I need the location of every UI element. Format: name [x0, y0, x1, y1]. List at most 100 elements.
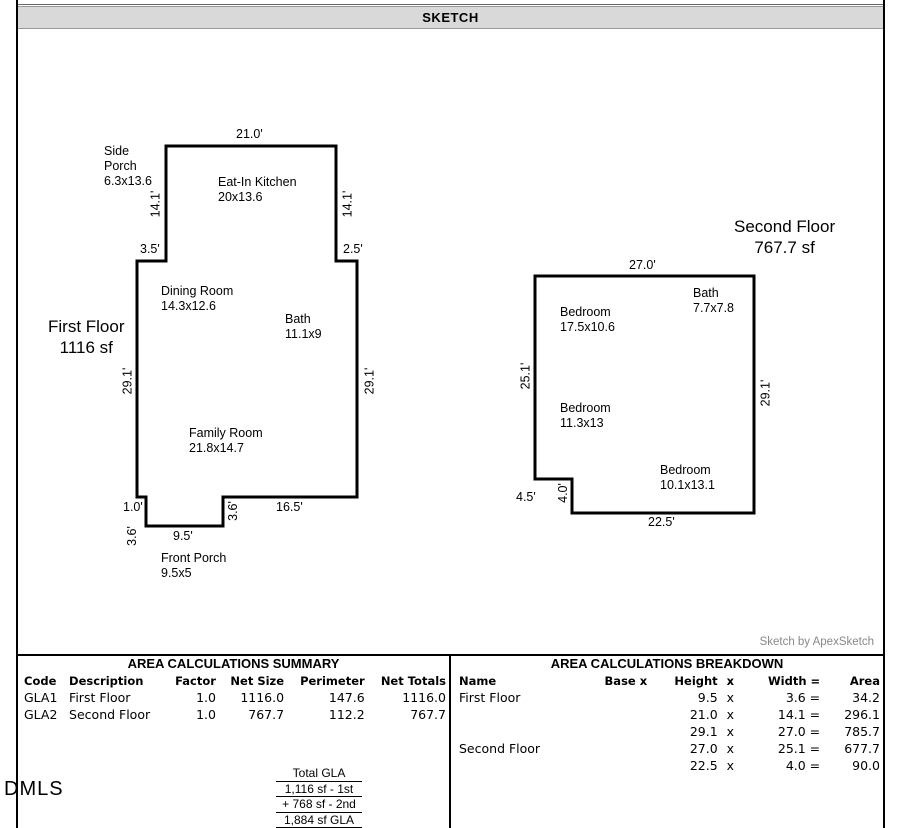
- table-row: Second Floor 27.0 x 25.1 = 677.7: [456, 740, 883, 757]
- col-net-size: Net Size: [230, 674, 285, 688]
- sketch-header: SKETCH: [18, 6, 883, 29]
- dim-sf-top: 27.0': [629, 258, 656, 272]
- dim-ff-step-left: 1.0': [123, 500, 143, 514]
- cell: [581, 689, 651, 706]
- breakdown-title: AREA CALCULATIONS BREAKDOWN: [550, 656, 784, 671]
- total-gla-box: Total GLA 1,116 sf - 1st + 768 sf - 2nd …: [276, 766, 362, 828]
- cell: Second Floor: [459, 741, 541, 756]
- dim-ff-porch-right: 3.6': [225, 501, 240, 521]
- col-description: Description: [69, 674, 144, 688]
- room-eat-in-kitchen: Eat-In Kitchen 20x13.6: [218, 175, 297, 204]
- cell: 4.0 =: [785, 758, 821, 773]
- first-floor-label: First Floor 1116 sf: [48, 316, 125, 358]
- gla-total: 1,884 sf GLA: [276, 813, 362, 828]
- column-divider: [449, 656, 451, 828]
- col-width: Width =: [767, 674, 821, 688]
- cell: GLA1: [24, 690, 58, 705]
- cell: 1116.0: [240, 690, 285, 705]
- room-bedroom-3: Bedroom 10.1x13.1: [660, 463, 715, 492]
- cell: 27.0 =: [777, 724, 821, 739]
- summary-title: AREA CALCULATIONS SUMMARY: [127, 656, 340, 671]
- breakdown-table: Name Base x Height x Width = Area First …: [456, 673, 883, 774]
- gla-second: + 768 sf - 2nd: [276, 797, 362, 813]
- floor-plan-drawing: [135, 144, 756, 528]
- cell: First Floor: [459, 690, 521, 705]
- cell: x: [726, 707, 734, 722]
- room-family-room: Family Room 21.8x14.7: [189, 426, 263, 455]
- breakdown-header-row: Name Base x Height x Width = Area: [456, 673, 883, 689]
- table-row: GLA1 First Floor 1.0 1116.0 147.6 1116.0: [21, 689, 449, 706]
- dim-ff-top: 21.0': [236, 127, 263, 141]
- col-x: x: [726, 674, 734, 688]
- cell: 9.5: [697, 690, 718, 705]
- cell: 27.0: [689, 741, 718, 756]
- cell: 785.7: [844, 724, 880, 739]
- cell: [456, 706, 581, 723]
- top-rule: [16, 0, 885, 5]
- summary-table: Code Description Factor Net Size Perimet…: [21, 673, 449, 723]
- cell: First Floor: [69, 690, 131, 705]
- cell: 1116.0: [402, 690, 446, 705]
- first-floor-area: 1116 sf: [59, 338, 113, 357]
- cell: x: [726, 741, 734, 756]
- col-code: Code: [24, 674, 57, 688]
- cell: 767.7: [410, 707, 446, 722]
- dim-ff-right: 29.1': [362, 367, 377, 395]
- dim-ff-notch-left: 3.5': [140, 242, 160, 256]
- second-floor-area: 767.7 sf: [754, 238, 815, 257]
- cell: 3.6 =: [785, 690, 821, 705]
- cell: 147.6: [328, 690, 365, 705]
- cell: [581, 757, 651, 774]
- cell: 296.1: [844, 707, 880, 722]
- cell: 22.5: [689, 758, 718, 773]
- first-floor-outline: [135, 144, 359, 528]
- page-frame: [16, 0, 885, 828]
- room-bath-2: Bath 7.7x7.8: [693, 286, 735, 315]
- col-name: Name: [459, 674, 497, 688]
- cell: 21.0: [689, 707, 718, 722]
- first-floor-name: First Floor: [48, 317, 125, 336]
- cell: [456, 723, 581, 740]
- room-bedroom-2: Bedroom 11.3x13: [560, 401, 611, 430]
- second-floor-name: Second Floor: [734, 217, 836, 236]
- room-dining-room: Dining Room 14.3x12.6: [161, 284, 234, 313]
- dim-sf-left: 25.1': [518, 362, 533, 390]
- dim-ff-kitchen-right: 14.1': [340, 190, 355, 218]
- dim-sf-bottom: 22.5': [648, 515, 675, 529]
- cell: 1.0: [196, 690, 216, 705]
- dim-sf-notch-left: 4.5': [516, 490, 536, 504]
- cell: Second Floor: [69, 707, 151, 722]
- sketch-credit: Sketch by ApexSketch: [759, 636, 874, 648]
- dim-sf-right: 29.1': [758, 379, 773, 407]
- second-floor-outline: [533, 274, 756, 515]
- cell: [581, 740, 651, 757]
- cell: 677.7: [844, 741, 880, 756]
- cell: 29.1: [689, 724, 718, 739]
- dim-ff-bottom-right: 16.5': [276, 500, 303, 514]
- gla-first: 1,116 sf - 1st: [276, 782, 362, 797]
- section-divider: [18, 654, 883, 656]
- table-row: First Floor 9.5 x 3.6 = 34.2: [456, 689, 883, 706]
- room-bath-1: Bath 11.1x9: [285, 312, 322, 341]
- dim-ff-notch-right: 2.5': [343, 242, 363, 256]
- cell: [581, 706, 651, 723]
- dim-ff-porch-bottom: 9.5': [173, 529, 193, 543]
- cell: x: [726, 758, 734, 773]
- dim-ff-left: 29.1': [120, 367, 135, 395]
- second-floor-label: Second Floor 767.7 sf: [734, 216, 835, 258]
- dim-sf-notch-up: 4.0': [555, 483, 570, 503]
- col-net-totals: Net Totals: [380, 674, 446, 688]
- room-bedroom-1: Bedroom 17.5x10.6: [560, 305, 615, 334]
- col-height: Height: [674, 674, 718, 688]
- table-row: 22.5 x 4.0 = 90.0: [456, 757, 883, 774]
- cell: 34.2: [852, 690, 880, 705]
- table-row: GLA2 Second Floor 1.0 767.7 112.2 767.7: [21, 706, 449, 723]
- cell: 112.2: [328, 707, 365, 722]
- cell: x: [726, 724, 734, 739]
- cell: [581, 723, 651, 740]
- room-front-porch: Front Porch 9.5x5: [161, 551, 227, 580]
- col-area: Area: [849, 674, 880, 688]
- cell: GLA2: [24, 707, 58, 722]
- table-row: 21.0 x 14.1 = 296.1: [456, 706, 883, 723]
- cell: 1.0: [196, 707, 216, 722]
